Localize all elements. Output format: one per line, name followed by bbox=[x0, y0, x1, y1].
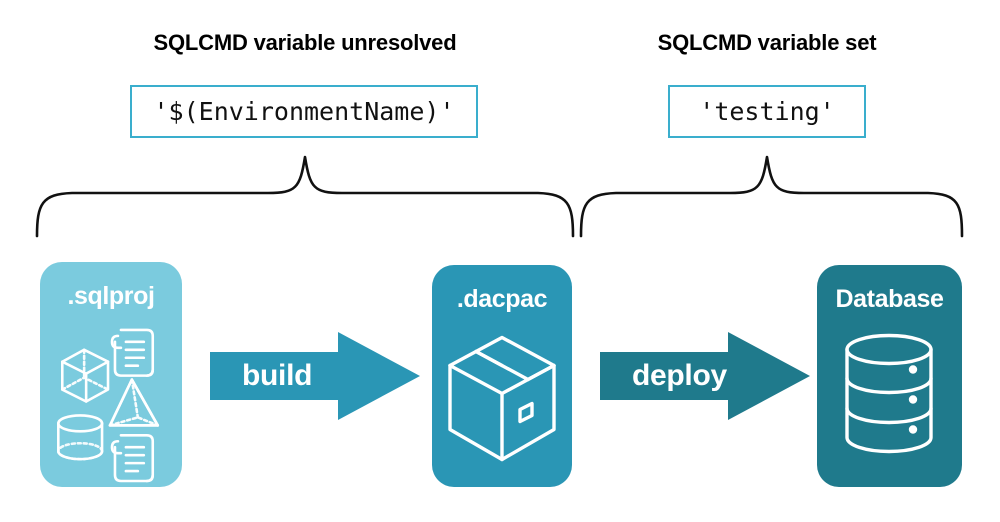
section-title-unresolved: SQLCMD variable unresolved bbox=[153, 30, 457, 55]
card-sqlproj: .sqlproj bbox=[40, 262, 182, 487]
database-icon-group bbox=[845, 333, 933, 454]
brace-right bbox=[579, 155, 964, 238]
brace-left bbox=[35, 155, 575, 238]
arrow-build-label: build bbox=[242, 359, 313, 392]
arrow-build: build bbox=[210, 330, 420, 422]
section-title-set: SQLCMD variable set bbox=[657, 30, 877, 55]
card-dacpac-label: .dacpac bbox=[456, 285, 548, 313]
scroll-icon bbox=[110, 328, 155, 377]
card-database-label: Database bbox=[835, 285, 944, 313]
code-box-unresolved-value: '$(EnvironmentName)' bbox=[130, 85, 478, 138]
dacpac-icon-group bbox=[448, 335, 556, 462]
arrow-deploy-shape bbox=[600, 332, 810, 420]
arrow-deploy-label: deploy bbox=[632, 359, 727, 392]
card-database: Database bbox=[817, 265, 962, 487]
cylinder-icon bbox=[57, 414, 104, 461]
package-box-icon bbox=[448, 335, 556, 462]
sqlproj-icon-group bbox=[57, 328, 160, 483]
code-box-set-value: 'testing' bbox=[668, 85, 866, 138]
database-status-dots bbox=[908, 365, 918, 434]
arrow-build-shape bbox=[210, 332, 420, 420]
card-sqlproj-label: .sqlproj bbox=[67, 282, 155, 310]
pyramid-icon bbox=[108, 378, 160, 427]
arrow-deploy: deploy bbox=[600, 330, 810, 422]
scroll-icon bbox=[110, 433, 155, 483]
cube-icon bbox=[60, 348, 110, 403]
card-dacpac: .dacpac bbox=[432, 265, 572, 487]
database-cylinder-icon bbox=[845, 333, 933, 454]
